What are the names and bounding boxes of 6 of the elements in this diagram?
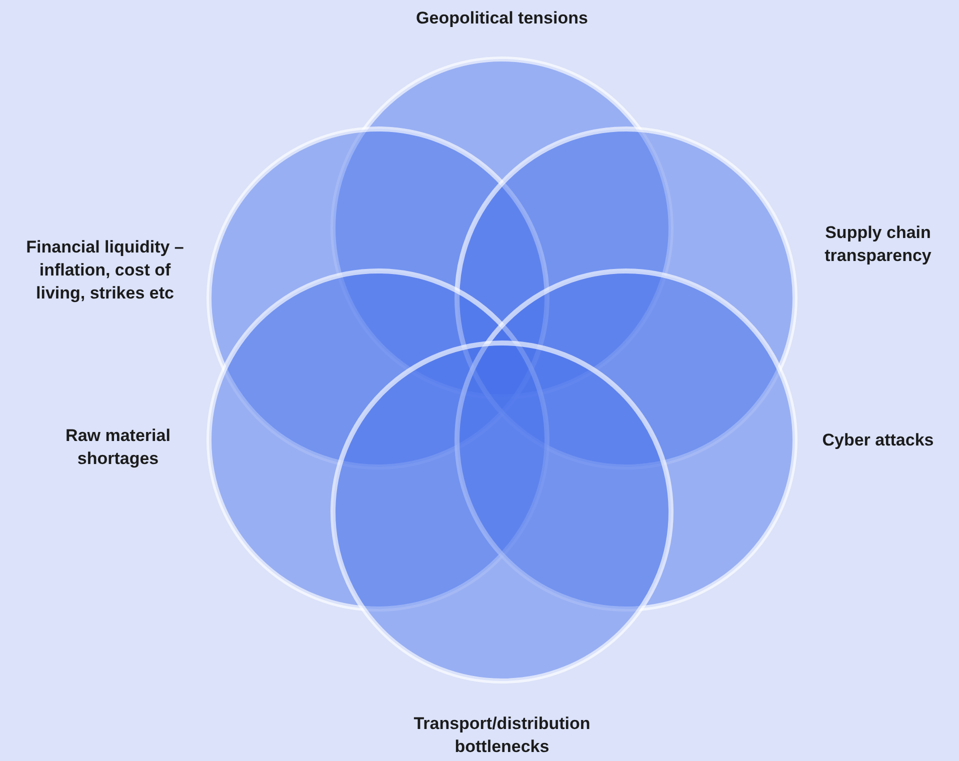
- circle-label: Transport/distribution bottlenecks: [412, 713, 592, 758]
- circle-label: Cyber attacks: [821, 430, 935, 452]
- circle-label: Supply chain transparency: [824, 222, 932, 267]
- circle-label: Financial liquidity – inflation, cost of living, strikes etc: [25, 236, 185, 304]
- circle-label: Geopolitical tensions: [415, 8, 589, 30]
- circle-label: Raw material shortages: [64, 425, 172, 470]
